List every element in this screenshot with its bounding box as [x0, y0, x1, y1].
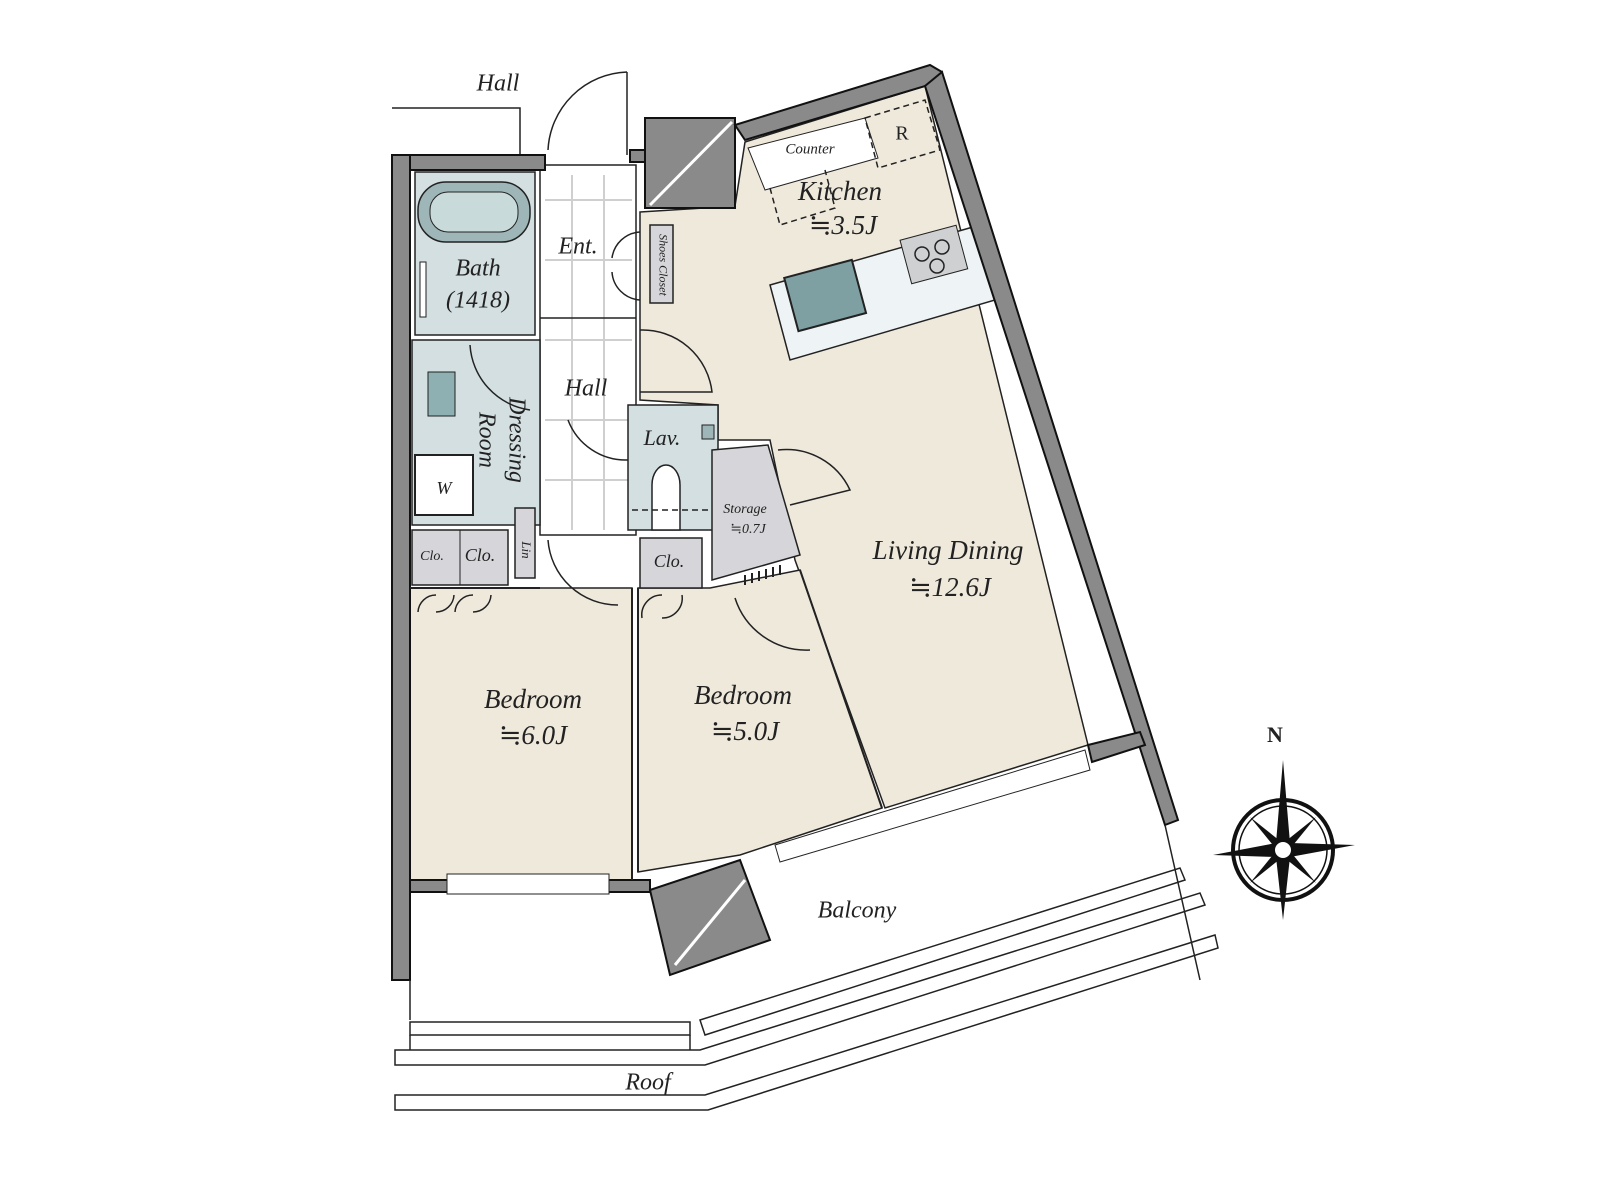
exterior-walls — [391, 63, 1180, 981]
balcony-label: Balcony — [818, 898, 897, 924]
doors — [417, 71, 852, 651]
washer-label: W — [437, 478, 454, 498]
bedroom-2-label: Bedroom — [694, 680, 792, 710]
dressing-room-label-2: Room — [473, 411, 499, 468]
bathtub-inner — [429, 191, 519, 233]
closet-3 — [639, 537, 703, 589]
kitchen-label: Kitchen — [797, 176, 882, 206]
living-dining-size: ≒12.6J — [909, 572, 993, 602]
outside-hall-label: Hall — [476, 71, 520, 97]
storage-size: ≒0.7J — [730, 522, 766, 537]
washer-icon — [414, 454, 474, 516]
stove-icon — [899, 224, 969, 285]
bath-label: Bath — [455, 256, 500, 282]
kitchen-dashed-outline — [769, 169, 836, 226]
shoes-closet-label: Shoes Closet — [656, 234, 670, 296]
shoes-closet — [649, 224, 674, 304]
linen-label: Lin — [519, 540, 534, 558]
dressing-room-label-1: Dressing — [503, 396, 529, 483]
kitchen-size: ≒3.5J — [809, 210, 879, 240]
closet-label-2: Clo. — [465, 545, 496, 565]
bath-size: (1418) — [446, 288, 510, 314]
counter-label: Counter — [785, 141, 834, 157]
windows — [446, 749, 1091, 895]
closet-label-3: Clo. — [654, 551, 685, 571]
entrance-label: Ent. — [557, 234, 597, 260]
refrigerator-space — [864, 99, 941, 169]
bedroom-1-size: ≒6.0J — [499, 720, 569, 750]
linen-closet — [514, 507, 536, 579]
living-dining-label: Living Dining — [872, 535, 1024, 565]
entrance-hall-tiles — [539, 164, 637, 536]
refrigerator-label: R — [895, 123, 909, 145]
lavatory-label: Lav. — [643, 425, 681, 450]
bedroom-2-size: ≒5.0J — [711, 716, 781, 746]
dressing-door-swing — [469, 344, 531, 411]
north-label: N — [1267, 722, 1283, 747]
sink-icon — [782, 258, 868, 333]
roof-label: Roof — [624, 1070, 674, 1096]
storage-room — [711, 444, 801, 581]
hall-label: Hall — [564, 376, 608, 402]
toilet-icon — [651, 464, 681, 531]
storage-label: Storage — [723, 502, 767, 517]
vent-grille — [744, 565, 781, 585]
interior-partitions — [410, 569, 883, 880]
washbasin-icon — [427, 371, 456, 417]
counter — [747, 117, 879, 191]
closet-label-1: Clo. — [420, 549, 444, 564]
bedroom-1-label: Bedroom — [484, 684, 582, 714]
compass-rose-icon — [1213, 760, 1355, 920]
outside-hall-outline — [392, 107, 521, 155]
balcony-railing — [394, 824, 1219, 1111]
